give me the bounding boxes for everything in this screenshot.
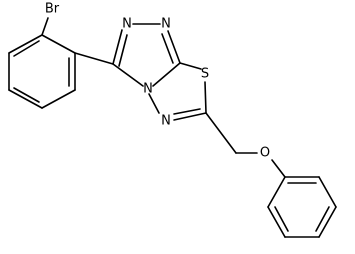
- bond-n-top-right-c7a: [167, 30, 181, 64]
- bond-ring2-5: [267, 206, 286, 238]
- bond-n-top-right-c7a-double: [161, 33, 174, 64]
- bond-ring1-6: [8, 34, 43, 54]
- bond-o-phenyl: [271, 159, 286, 178]
- atom-br: Br: [45, 2, 60, 17]
- bond-ring1-inner-b: [13, 87, 40, 103]
- bond-ring2-2: [318, 176, 337, 208]
- atom-s: S: [201, 67, 209, 82]
- bond-n-n-bridge: [148, 93, 160, 114]
- bond-c6-n-double: [173, 108, 201, 115]
- bond-s-c6: [204, 81, 207, 114]
- bond-ring2-inner-b: [315, 206, 330, 232]
- bond-c3-n-top-left: [112, 29, 123, 65]
- atom-n-bridgehead: N: [143, 82, 153, 97]
- bond-c7a-s: [179, 62, 202, 70]
- bond-ring2-6: [267, 176, 286, 208]
- bond-ring2-3: [318, 206, 337, 238]
- bond-c7a-n-bridge: [152, 62, 181, 87]
- bond-ring2-inner-c: [274, 206, 289, 232]
- atom-labels: Br N N N S N O: [45, 2, 270, 161]
- bond-c-br: [41, 17, 49, 36]
- bond-ring1-1: [41, 34, 76, 54]
- bond-ring1-3: [41, 89, 76, 109]
- bond-aryl-triazole: [74, 52, 114, 65]
- bond-c6-ch2: [205, 112, 237, 154]
- bond-ring1-4: [8, 89, 43, 109]
- atom-n-top-left: N: [122, 17, 132, 32]
- bond-n-bridge-c3: [112, 63, 144, 87]
- atom-o: O: [260, 146, 270, 161]
- bond-c3-n-top-left-double: [118, 34, 128, 67]
- bond-c6-n: [173, 112, 207, 121]
- atom-n-top-right: N: [161, 17, 171, 32]
- atom-n-thiadiazole: N: [161, 114, 171, 129]
- bonds: [8, 17, 337, 238]
- bond-ring1-inner-c: [13, 40, 40, 57]
